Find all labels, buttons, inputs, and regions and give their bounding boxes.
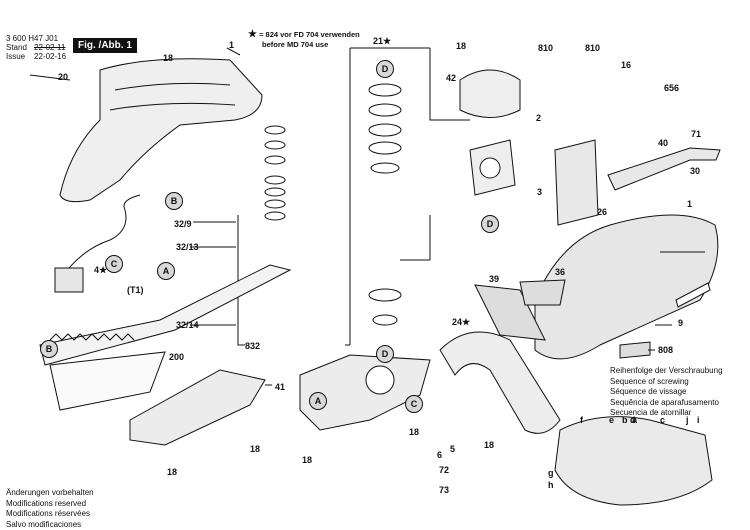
part-label-656: 656: [664, 83, 680, 93]
part-label-26: 26: [597, 207, 608, 217]
part-label-18: 18: [167, 467, 178, 477]
part-label-18: 18: [163, 53, 174, 63]
part-label-32-13: 32/13: [176, 242, 199, 252]
sequence-letter-j: j: [686, 415, 689, 425]
part-label-21: 21★: [373, 36, 392, 46]
star-icon: ★: [248, 29, 257, 40]
part-label-24: 24★: [452, 317, 471, 327]
callout-C: C: [105, 255, 123, 273]
callout-D: D: [376, 345, 394, 363]
callout-A: A: [309, 392, 327, 410]
callout-A: A: [157, 262, 175, 280]
sequence-letter-c: c: [660, 415, 666, 425]
part-label-4: 4★: [94, 265, 108, 275]
callout-B: B: [40, 340, 58, 358]
part-label-32-9: 32/9: [174, 219, 192, 229]
part-label-3: 3: [537, 187, 543, 197]
part-label-832: 832: [245, 341, 261, 351]
sequence-letter-f: f: [580, 415, 583, 425]
screw-sequence-title: Reihenfolge der Verschraubung Sequence o…: [610, 366, 723, 419]
sequence-letter-i: i: [697, 415, 700, 425]
part-label-18: 18: [456, 41, 467, 51]
sequence-letter-d: d: [630, 415, 636, 425]
part-label-6: 6: [437, 450, 443, 460]
part-label-810: 810: [538, 43, 554, 53]
star-note-text: = 824 vor FD 704 verwenden: [259, 30, 360, 39]
sequence-line: Sequence of screwing: [610, 376, 689, 386]
sequence-letter-e: e: [609, 415, 615, 425]
stand-label: Stand: [6, 43, 27, 52]
part-label-32-14: 32/14: [176, 320, 199, 330]
notice-line: Salvo modificaciones: [6, 519, 82, 529]
notice-line: Änderungen vorbehalten: [6, 488, 94, 497]
figure-badge: Fig. /Abb. 1: [73, 38, 137, 53]
part-label-18: 18: [409, 427, 420, 437]
part-label-71: 71: [691, 129, 702, 139]
part-label-16: 16: [621, 60, 632, 70]
sequence-line: Séquence de vissage: [610, 387, 687, 396]
star-note: ★ = 824 vor FD 704 verwenden: [248, 29, 360, 40]
sequence-letter-b: b: [622, 415, 628, 425]
stand-date: 22-02-11: [34, 43, 66, 52]
part-label-42: 42: [446, 73, 457, 83]
part-label-t1: (T1): [127, 285, 144, 295]
part-label-41: 41: [275, 382, 286, 392]
part-label-40: 40: [658, 138, 669, 148]
sequence-letter-a: a: [632, 415, 638, 425]
part-label-1: 1: [687, 199, 693, 209]
part-label-18: 18: [484, 440, 495, 450]
part-label-72: 72: [439, 465, 450, 475]
issue-label: Issue: [6, 52, 26, 61]
star-note-text2: before MD 704 use: [262, 40, 329, 49]
part-label-39: 39: [489, 274, 500, 284]
part-label-2: 2: [536, 113, 542, 123]
part-label-1: 1: [229, 40, 235, 50]
part-label-20: 20: [58, 72, 69, 82]
modifications-notice: Änderungen vorbehalten Modifications res…: [6, 488, 94, 530]
doc-id: 3 600 H47 J01: [6, 34, 59, 43]
callout-B: B: [165, 192, 183, 210]
notice-line: Modifications réservées: [6, 509, 91, 518]
callout-C: C: [405, 395, 423, 413]
issue-date: 22-02-16: [34, 52, 67, 61]
part-label-73: 73: [439, 485, 450, 495]
part-label-18: 18: [302, 455, 313, 465]
part-label-810: 810: [585, 43, 601, 53]
part-label-36: 36: [555, 267, 566, 277]
part-label-5: 5: [450, 444, 456, 454]
notice-line: Modifications reserved: [6, 498, 87, 508]
callout-D: D: [481, 215, 499, 233]
part-label-200: 200: [169, 352, 185, 362]
sequence-letter-g: g: [548, 468, 554, 478]
sequence-line: Reihenfolge der Verschraubung: [610, 366, 723, 375]
part-label-9: 9: [678, 318, 684, 328]
part-label-30: 30: [690, 166, 701, 176]
part-label-18: 18: [250, 444, 261, 454]
callout-D: D: [376, 60, 394, 78]
sequence-letter-h: h: [548, 480, 554, 490]
part-label-808: 808: [658, 345, 674, 355]
sequence-line: Sequência de aparafusamento: [610, 397, 719, 407]
sequence-line: Secuencia de atornillar: [610, 408, 692, 417]
